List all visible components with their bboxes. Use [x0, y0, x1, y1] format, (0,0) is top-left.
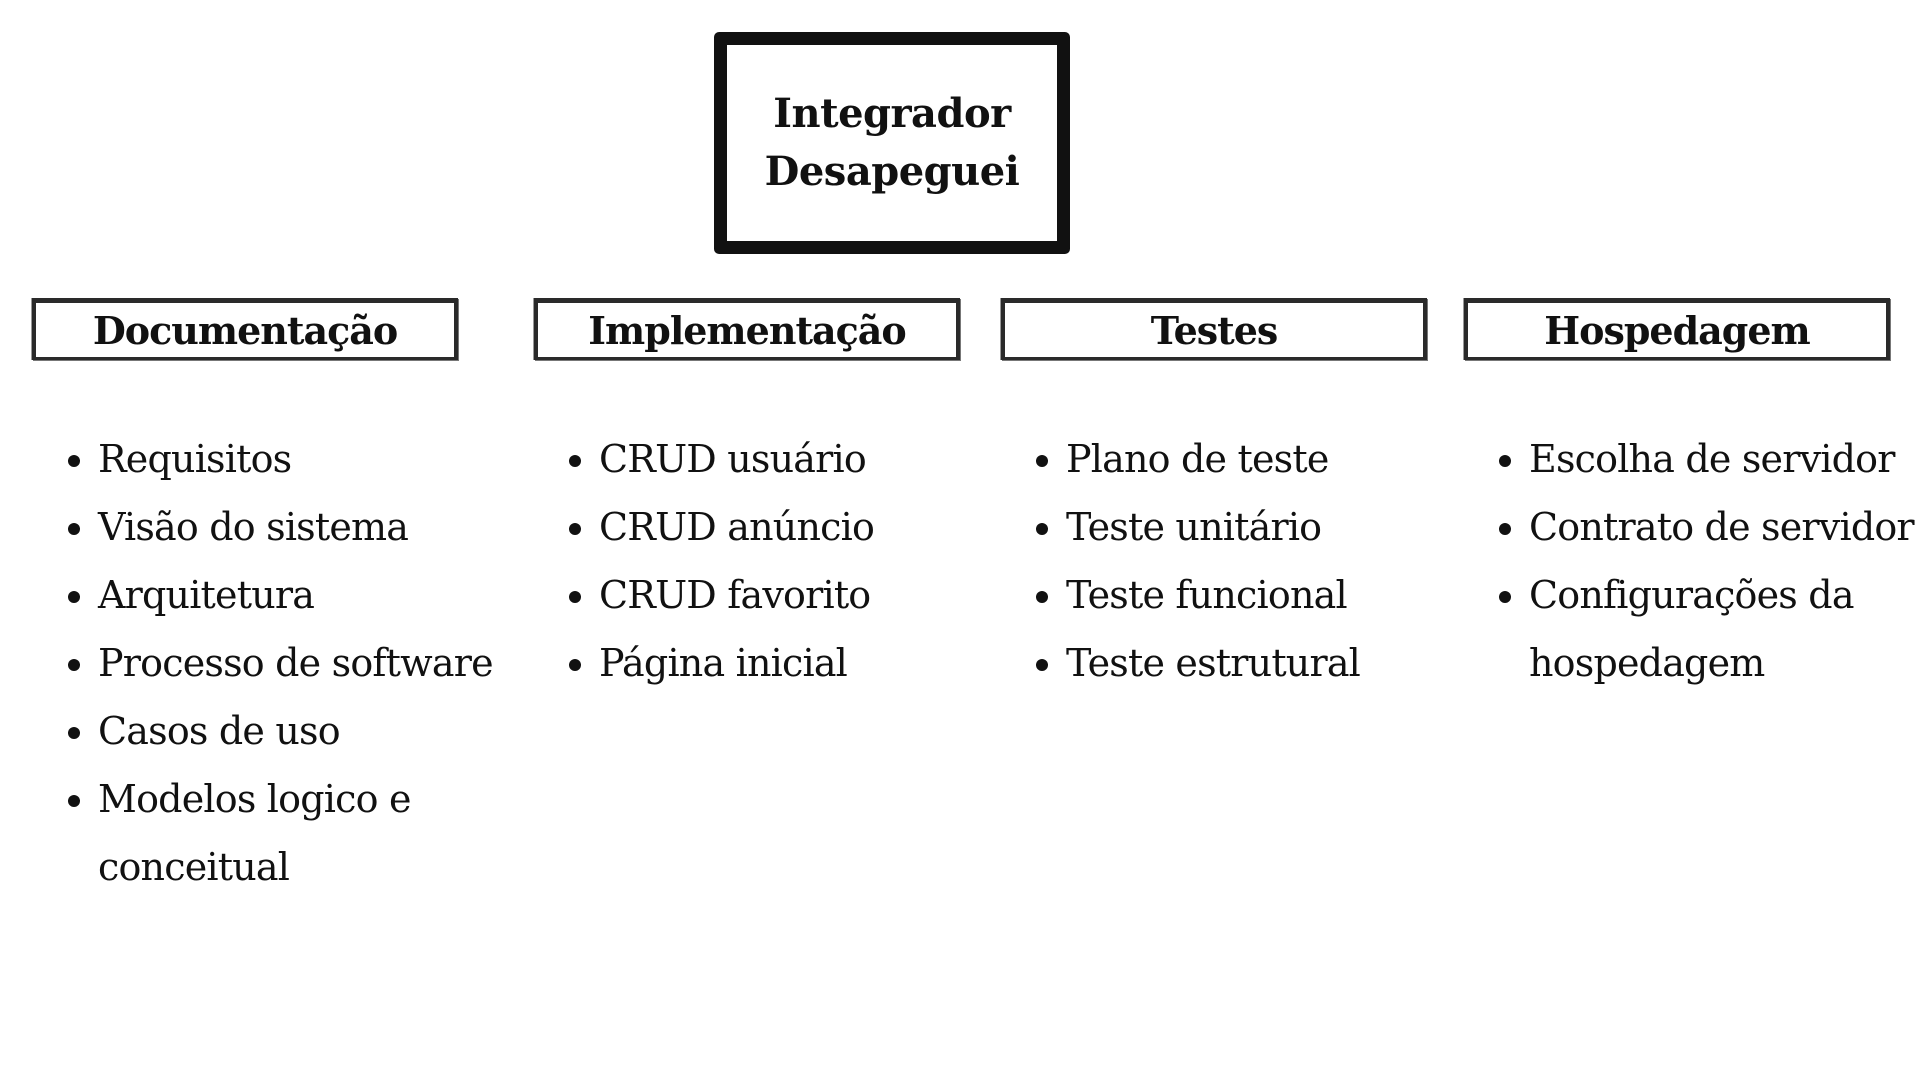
branch-header-hospedagem: Hospedagem	[1464, 298, 1890, 360]
root-node: Integrador Desapeguei	[714, 32, 1070, 254]
list-item: CRUD favorito	[599, 561, 1019, 629]
branch-header-testes: Testes	[1001, 298, 1427, 360]
list-item: Visão do sistema	[98, 493, 518, 561]
list-item: Requisitos	[98, 425, 518, 493]
branch-header-documentacao: Documentação	[32, 298, 458, 360]
root-title-line1: Integrador	[773, 90, 1011, 137]
branch-title: Implementação	[588, 307, 906, 353]
list-item: CRUD anúncio	[599, 493, 1019, 561]
root-title: Integrador Desapeguei	[727, 85, 1057, 201]
branch-list-hospedagem: Escolha de servidor Contrato de servidor…	[1491, 425, 1920, 697]
branch-title: Hospedagem	[1544, 307, 1811, 353]
list-item: Teste unitário	[1066, 493, 1486, 561]
branch-header-implementacao: Implementação	[534, 298, 960, 360]
branch-list-documentacao: Requisitos Visão do sistema Arquitetura …	[60, 425, 518, 901]
branch-list-testes: Plano de teste Teste unitário Teste func…	[1028, 425, 1486, 697]
list-item: Contrato de servidor	[1529, 493, 1920, 561]
list-item: Arquitetura	[98, 561, 518, 629]
list-item: Modelos logico e conceitual	[98, 765, 518, 901]
branch-title: Documentação	[92, 307, 398, 353]
branch-list-implementacao: CRUD usuário CRUD anúncio CRUD favorito …	[561, 425, 1019, 697]
root-title-line2: Desapeguei	[764, 148, 1020, 195]
list-item: Teste estrutural	[1066, 629, 1486, 697]
list-item: Casos de uso	[98, 697, 518, 765]
list-item: Processo de software	[98, 629, 518, 697]
list-item: CRUD usuário	[599, 425, 1019, 493]
list-item: Configurações da hospedagem	[1529, 561, 1920, 697]
list-item: Teste funcional	[1066, 561, 1486, 629]
list-item: Página inicial	[599, 629, 1019, 697]
branch-title: Testes	[1150, 307, 1279, 353]
list-item: Escolha de servidor	[1529, 425, 1920, 493]
list-item: Plano de teste	[1066, 425, 1486, 493]
